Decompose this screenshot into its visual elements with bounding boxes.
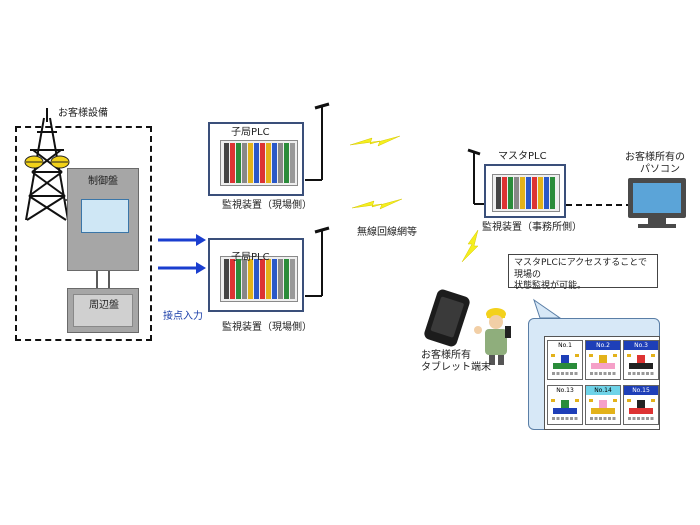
master-plc-module bbox=[492, 174, 560, 212]
customer-pc-label-line1: お客様所有の bbox=[625, 152, 685, 163]
worker-person-icon bbox=[474, 308, 511, 365]
contact-input-label: 接点入力 bbox=[163, 311, 203, 322]
office-monitor-label: 監視装置（事務所側） bbox=[482, 222, 582, 233]
monitor-bubble-tail bbox=[533, 298, 562, 319]
access-callout: マスタPLCにアクセスすることで現場の 状態監視が可能。 bbox=[508, 254, 658, 291]
status-cell-label: No.3 bbox=[624, 341, 658, 350]
site-monitor-label-2: 監視装置（現場側） bbox=[222, 322, 312, 333]
status-cell: No.14 bbox=[585, 385, 621, 425]
child-plc-module-2 bbox=[220, 256, 298, 302]
child-plc-label-1: 子局PLC bbox=[231, 127, 270, 138]
status-cell-diagram bbox=[588, 353, 618, 375]
callout-line2: 状態監視が可能。 bbox=[514, 281, 587, 292]
site-monitor-label-1: 監視装置（現場側） bbox=[222, 200, 312, 211]
peripheral-panel-label: 周辺盤 bbox=[89, 300, 119, 311]
child-plc-module-1 bbox=[220, 140, 298, 186]
antenna-site1-icon bbox=[305, 102, 330, 181]
status-cell-symbol bbox=[589, 399, 617, 420]
status-cell: No.2 bbox=[585, 340, 621, 380]
master-plc-label: マスタPLC bbox=[498, 151, 547, 162]
control-panel-window bbox=[81, 199, 129, 233]
tablet-device-icon bbox=[424, 289, 470, 347]
status-cell-diagram bbox=[626, 398, 656, 420]
status-cell: No.15 bbox=[623, 385, 659, 425]
tablet-label-line2: タブレット端末 bbox=[421, 362, 491, 373]
status-cell: No.3 bbox=[623, 340, 659, 380]
control-panel bbox=[67, 168, 139, 271]
status-cell-diagram bbox=[588, 398, 618, 420]
status-cell-label: No.15 bbox=[624, 386, 658, 395]
status-cell: No.1 bbox=[547, 340, 583, 380]
status-cell-symbol bbox=[551, 399, 579, 420]
status-cell-label: No.1 bbox=[548, 341, 582, 350]
child-plc-label-2: 子局PLC bbox=[231, 252, 270, 263]
status-cell-symbol bbox=[551, 354, 579, 375]
status-cell-diagram bbox=[550, 398, 580, 420]
antenna-site2-icon bbox=[305, 226, 330, 297]
status-grid: No.1 No.2 No.3 No.13 No.14 No.15 bbox=[544, 336, 660, 430]
site-monitor-panel-2 bbox=[208, 238, 304, 312]
wireless-signal-icon bbox=[349, 135, 479, 263]
status-cell-diagram bbox=[550, 353, 580, 375]
tablet-label: お客様所有 タブレット端末 bbox=[421, 350, 491, 374]
customer-pc-label: お客様所有の パソコン bbox=[625, 152, 685, 176]
callout-line1: マスタPLCにアクセスすることで現場の bbox=[514, 258, 648, 280]
contact-input-arrows bbox=[158, 234, 206, 274]
control-panel-label: 制御盤 bbox=[88, 176, 118, 187]
peripheral-panel bbox=[67, 288, 139, 333]
site-monitor-panel-1 bbox=[208, 122, 304, 196]
customer-equipment-label: お客様設備 bbox=[58, 108, 108, 119]
status-cell-label: No.13 bbox=[548, 386, 582, 395]
personal-computer-icon bbox=[628, 178, 686, 228]
status-cell-symbol bbox=[589, 354, 617, 375]
wireless-network-label: 無線回線網等 bbox=[357, 227, 417, 238]
antenna-master-icon bbox=[467, 148, 484, 205]
status-cell: No.13 bbox=[547, 385, 583, 425]
office-monitor-panel bbox=[484, 164, 566, 218]
tablet-label-line1: お客様所有 bbox=[421, 350, 471, 361]
status-cell-diagram bbox=[626, 353, 656, 375]
transmission-tower-icon bbox=[25, 108, 69, 221]
customer-pc-label-line2: パソコン bbox=[640, 164, 680, 175]
status-cell-label: No.2 bbox=[586, 341, 620, 350]
customer-equipment-boundary bbox=[15, 126, 152, 341]
status-cell-symbol bbox=[627, 354, 655, 375]
status-cell-label: No.14 bbox=[586, 386, 620, 395]
status-cell-symbol bbox=[627, 399, 655, 420]
